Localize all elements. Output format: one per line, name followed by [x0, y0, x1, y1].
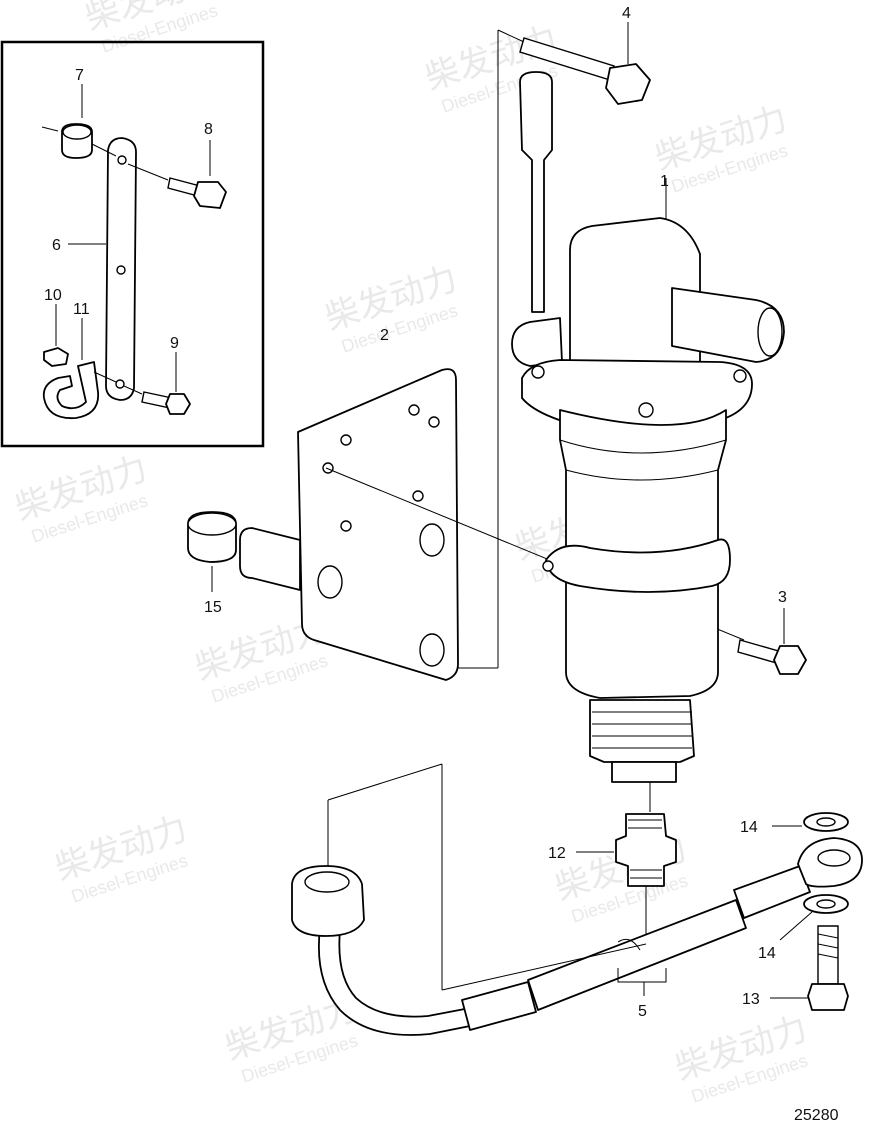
bolt-13-threads: [817, 933, 839, 959]
plate-bore: [419, 523, 445, 557]
bolt-13-head: [807, 983, 849, 1011]
label-7: 7: [75, 67, 84, 84]
bolt-part-3: [737, 608, 807, 675]
pipe-hose: [527, 899, 747, 1011]
callout-labels: 4 7 8 1 6 10 11 9 2 15 3 14 12 14 13 5 2…: [44, 5, 839, 1124]
clamp-part-11: [42, 361, 99, 420]
assembly-line-pipe: [327, 763, 443, 801]
label-11: 11: [73, 301, 90, 318]
nut-part-10: [43, 347, 69, 367]
pump-outlet-mouth: [757, 307, 783, 357]
watermark-8: 柴发动力 Diesel-Engines: [51, 809, 192, 906]
bolt-4-head: [605, 63, 651, 105]
strap-hole-mid: [116, 265, 126, 275]
leader-14b: [779, 911, 813, 941]
label-1: 1: [660, 173, 669, 190]
washer-14-top-hole: [816, 817, 836, 827]
label-5: 5: [638, 1003, 647, 1020]
washer-part-14-top: [772, 812, 849, 832]
label-15: 15: [204, 599, 222, 616]
plate-stud: [239, 527, 301, 591]
pipe-break: [617, 938, 641, 951]
thread-lines: [592, 711, 692, 749]
pump-drain-nut: [611, 761, 677, 783]
banjo-bolt-part-13: [770, 925, 849, 1011]
flange-screw: [733, 369, 747, 383]
clamp-band-hole: [542, 560, 554, 572]
label-10: 10: [44, 287, 62, 304]
filter-clamp-band: [545, 538, 731, 593]
label-14-top: 14: [740, 819, 758, 836]
fuel-pump-part-1: [511, 71, 785, 812]
plate-hole: [412, 490, 424, 502]
label-8: 8: [204, 121, 213, 138]
watermark-11: 柴发动力 Diesel-Engines: [671, 1009, 812, 1106]
pipe-union-mouth: [304, 871, 350, 893]
fuel-pipe-part-5: [291, 763, 863, 1036]
flange-screw: [638, 402, 654, 418]
washer-part-14-bottom: [779, 894, 849, 941]
watermark-4: 柴发动力 Diesel-Engines: [321, 259, 462, 356]
plate-bore: [419, 633, 445, 667]
pipe-fitting-right: [733, 865, 811, 919]
pump-side-nipple: [511, 317, 563, 367]
inset-frame: [0, 40, 265, 448]
label-2: 2: [380, 327, 389, 344]
watermark-3: 柴发动力 Diesel-Engines: [651, 99, 792, 196]
label-6: 6: [52, 237, 61, 254]
inset-detail: [0, 40, 265, 448]
plate-hole: [428, 416, 440, 428]
pump-threaded-neck: [589, 699, 695, 763]
assembly-line-pipe: [441, 943, 647, 991]
bowl-ring: [565, 469, 719, 481]
label-4: 4: [622, 5, 631, 22]
bolt-8-axis: [127, 163, 169, 181]
bracket-plate-body: [297, 368, 459, 681]
spacer-part-15: [187, 511, 237, 592]
pipe-fitting-left: [461, 981, 537, 1031]
flange-screw: [531, 365, 545, 379]
label-12: 12: [548, 845, 566, 862]
spacer-lead: [41, 126, 59, 132]
pipe-bracket: [617, 968, 667, 983]
clamp-axis: [93, 371, 117, 383]
watermark-5: 柴发动力 Diesel-Engines: [11, 449, 152, 546]
nipple-12-body: [615, 813, 677, 887]
plate-hole: [340, 434, 352, 446]
strap-hole-top: [117, 155, 127, 165]
bolt-9-axis: [123, 385, 143, 395]
spacer-15-top: [187, 512, 237, 536]
label-14-bottom: 14: [758, 945, 776, 962]
plate-hole: [340, 520, 352, 532]
washer-14-bottom-hole: [816, 899, 836, 909]
pump-outlet: [671, 287, 785, 363]
label-9: 9: [170, 335, 179, 352]
plate-hole: [322, 462, 334, 474]
figure-number: 25280: [794, 1107, 839, 1124]
pump-head-block: [569, 217, 701, 401]
bolt-3-head: [773, 645, 807, 675]
banjo-eye-hole: [817, 849, 851, 867]
spacer-axis: [91, 143, 117, 157]
strap-hole-bottom: [115, 379, 125, 389]
assembly-line-top: [497, 29, 525, 43]
bolt-part-4: [519, 22, 651, 105]
bracket-plate-part-2: [239, 368, 459, 681]
pump-plunger-rod: [519, 71, 553, 313]
label-13: 13: [742, 991, 760, 1008]
bowl-ring: [559, 439, 727, 454]
nipple-threads: [628, 819, 662, 879]
plate-hole: [408, 404, 420, 416]
label-3: 3: [778, 589, 787, 606]
watermark-1: 柴发动力 Diesel-Engines: [81, 0, 222, 57]
bolt-9-head: [165, 393, 191, 415]
spacer-top-face: [62, 124, 92, 140]
bolt-8-head: [193, 181, 227, 209]
plate-bore: [317, 565, 343, 599]
